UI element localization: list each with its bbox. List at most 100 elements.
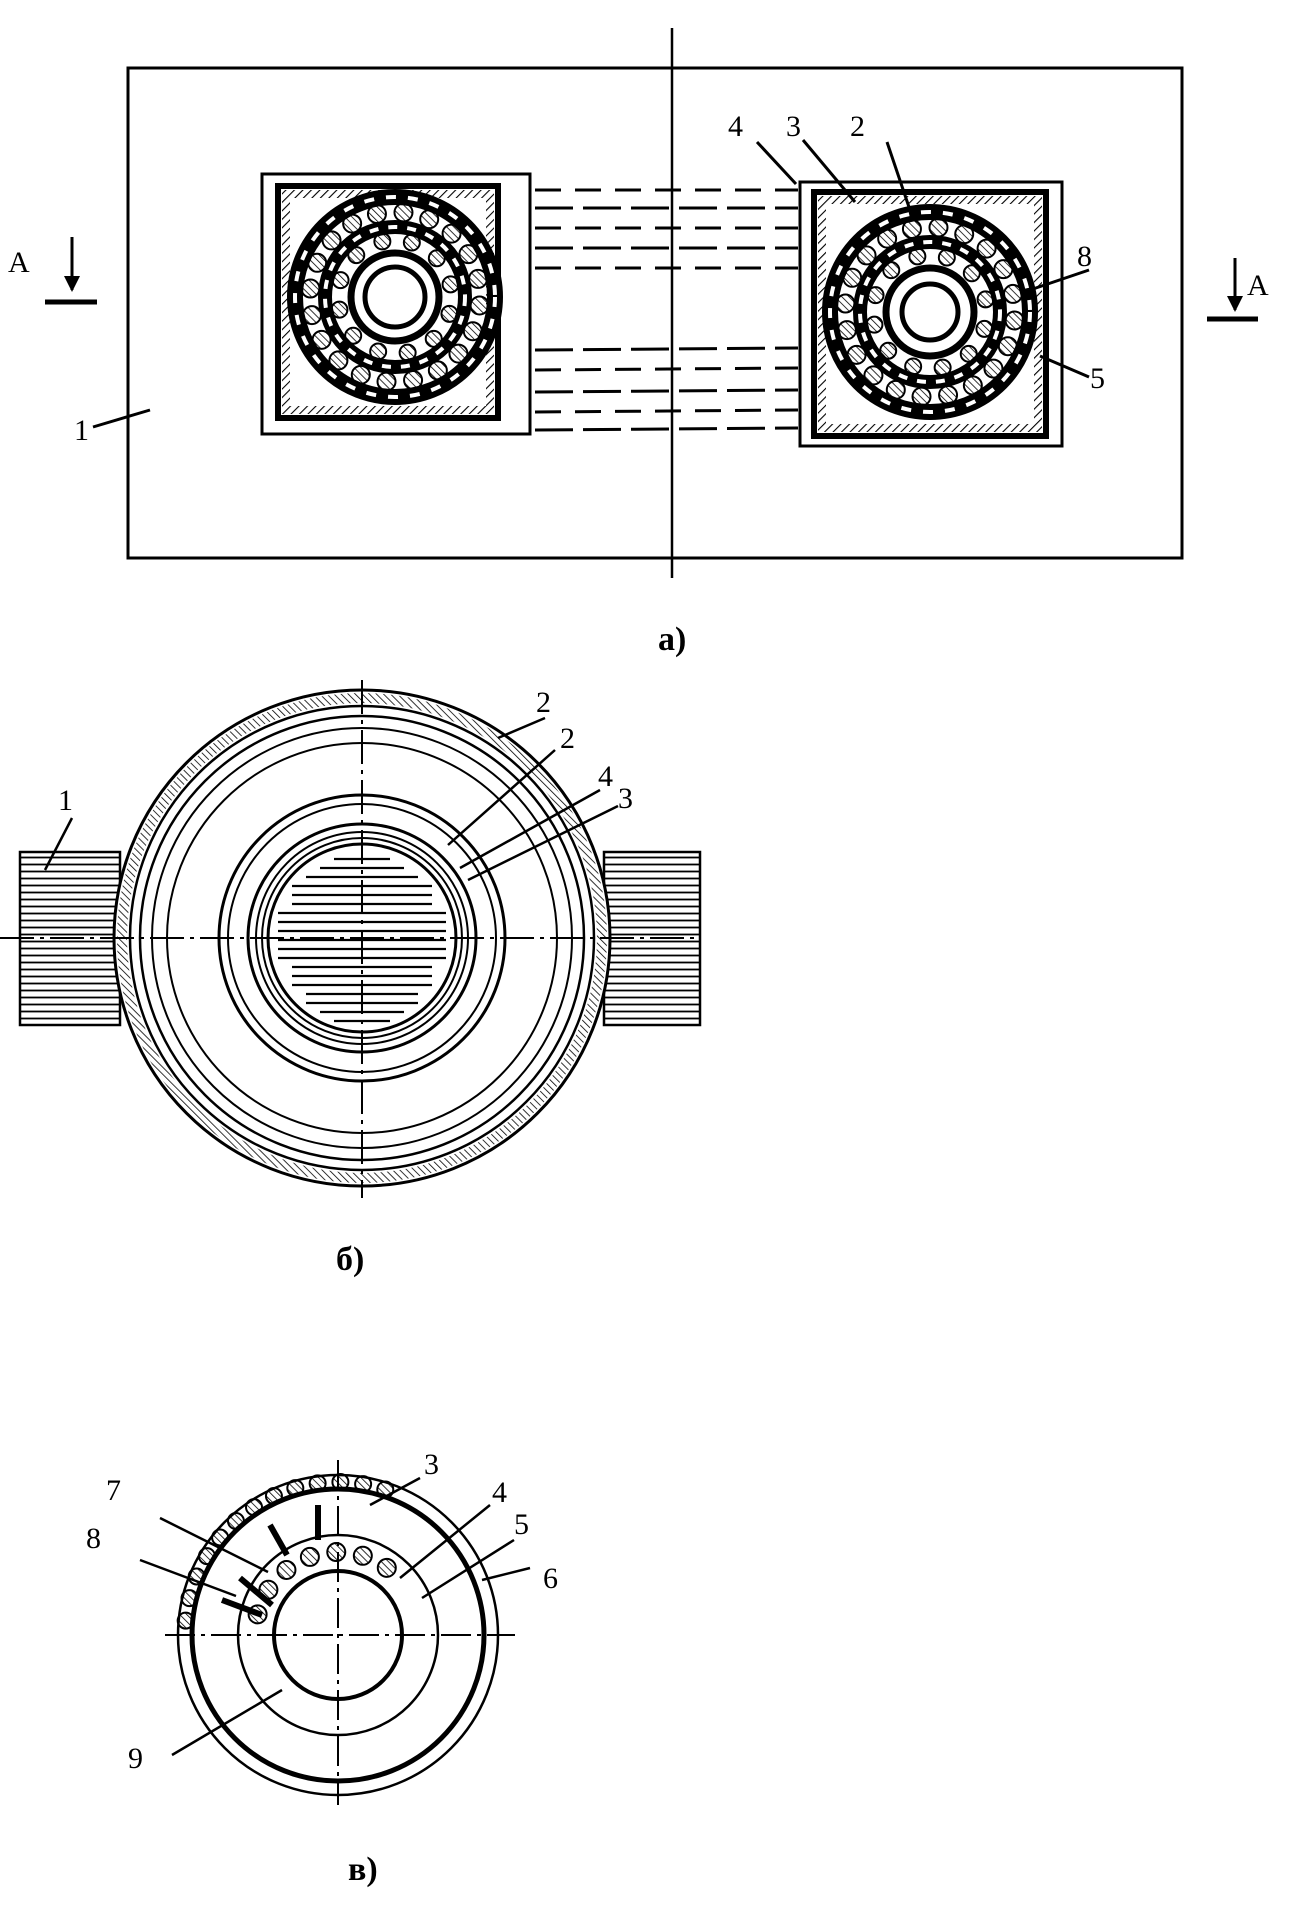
callout-5-c: 5	[514, 1508, 529, 1541]
conductor-dot	[276, 1559, 297, 1580]
caption-c: в)	[348, 1851, 378, 1888]
field-line	[534, 388, 799, 394]
conductor-dot	[863, 365, 884, 386]
callout-5-a: 5	[1090, 362, 1105, 395]
section-label-right: А	[1247, 269, 1269, 302]
plate-outline	[126, 66, 1184, 560]
conductor-dot	[299, 1546, 320, 1567]
conductor-dot	[244, 1498, 263, 1517]
conductor-dot	[328, 350, 349, 371]
callout-3-c: 3	[424, 1448, 439, 1481]
figure-c: 3 4 5 6 7 8 9 в)	[86, 1448, 558, 1888]
field-lines	[534, 188, 799, 432]
conductor-dot	[369, 342, 388, 361]
conductor-dot	[427, 249, 446, 268]
callout-leaders-b	[43, 716, 619, 882]
conductor-links	[220, 1505, 321, 1618]
conductor-dot	[975, 319, 994, 338]
conductor-dot	[393, 202, 414, 223]
conductor-dot	[326, 1542, 347, 1563]
conductor-dot	[424, 329, 443, 348]
conductor-dot	[226, 1512, 245, 1531]
conductor-dot	[882, 261, 901, 280]
conductor-dot	[354, 1475, 373, 1494]
conductor-dot	[1003, 283, 1024, 304]
field-line	[534, 346, 799, 352]
callout-8-a: 8	[1077, 240, 1092, 273]
conductor-dot	[176, 1611, 195, 1630]
conductor-dot	[877, 228, 898, 249]
conductor-dot	[993, 259, 1014, 280]
conductor-dot	[300, 278, 321, 299]
conductor-dot	[962, 264, 981, 283]
conductor-dot	[856, 245, 877, 266]
conductor-dot	[440, 304, 459, 323]
callout-3-a: 3	[786, 110, 801, 143]
conductor-dot	[846, 344, 867, 365]
conductor-dot	[928, 217, 949, 238]
conductor-dot	[441, 275, 460, 294]
conductor-dot	[901, 218, 922, 239]
conductor-dot	[403, 370, 424, 391]
conductor-dot	[469, 295, 490, 316]
conductor-dot	[866, 286, 885, 305]
conductor-dot	[347, 246, 366, 265]
conductor-dot	[402, 233, 421, 252]
callout-9-c: 9	[128, 1742, 143, 1775]
caption-a: а)	[658, 621, 686, 658]
conductor-dot	[865, 315, 884, 334]
conductor-dot	[331, 271, 350, 290]
callout-7-c: 7	[106, 1474, 121, 1507]
section-label-left: А	[8, 246, 30, 279]
conductor-dot	[264, 1487, 283, 1506]
conductor-dot	[352, 1545, 373, 1566]
conductor-dot	[983, 358, 1004, 379]
conductor-dot	[419, 209, 440, 230]
conductor-dot	[911, 386, 932, 407]
conductor-dot	[908, 247, 927, 266]
conductor-dot	[344, 326, 363, 345]
callout-leaders-c	[139, 1476, 531, 1757]
conductor-dot	[842, 267, 863, 288]
conductor-dot	[197, 1547, 216, 1566]
conductor-dot	[330, 300, 349, 319]
callout-4-c: 4	[492, 1476, 507, 1509]
conductor-dot	[427, 360, 448, 381]
conductor-dot	[301, 305, 322, 326]
field-line	[534, 366, 799, 372]
callout-4-b: 4	[598, 760, 613, 793]
conductor-dot	[962, 375, 983, 396]
conductor-dot	[462, 321, 483, 342]
callout-2-b-outer: 2	[536, 686, 551, 719]
conductor-dot	[286, 1479, 305, 1498]
left-coil-block	[260, 172, 532, 436]
conductor-dot	[211, 1528, 230, 1547]
conductor-dot	[350, 364, 371, 385]
conductor-dot	[835, 293, 856, 314]
conductor-dot	[468, 268, 489, 289]
conductor-dot	[997, 336, 1018, 357]
conductor-dot	[885, 379, 906, 400]
conductor-dot	[933, 358, 952, 377]
conductor-dot	[904, 357, 923, 376]
conductor-dot	[959, 344, 978, 363]
conductor-dot	[376, 371, 397, 392]
callout-6-c: 6	[543, 1562, 558, 1595]
callout-4-a: 4	[728, 110, 743, 143]
conductor-dot	[398, 343, 417, 362]
conductor-dot	[937, 248, 956, 267]
caption-b: б)	[336, 1241, 364, 1278]
callout-2-a: 2	[850, 110, 865, 143]
conductor-dot	[938, 385, 959, 406]
field-line	[534, 408, 799, 414]
figure-b: 2 2 4 3 1 б)	[0, 680, 702, 1278]
conductor-dot	[836, 320, 857, 341]
figure-a: А А 1 4 3 2 8 5 а)	[8, 28, 1269, 658]
conductor-dot	[448, 343, 469, 364]
conductor-dot	[180, 1589, 199, 1608]
conductor-dot	[311, 329, 332, 350]
conductor-dot	[976, 290, 995, 309]
section-mark-left: А	[8, 237, 97, 305]
right-coil-block	[798, 180, 1064, 448]
conductor-dot	[458, 244, 479, 265]
